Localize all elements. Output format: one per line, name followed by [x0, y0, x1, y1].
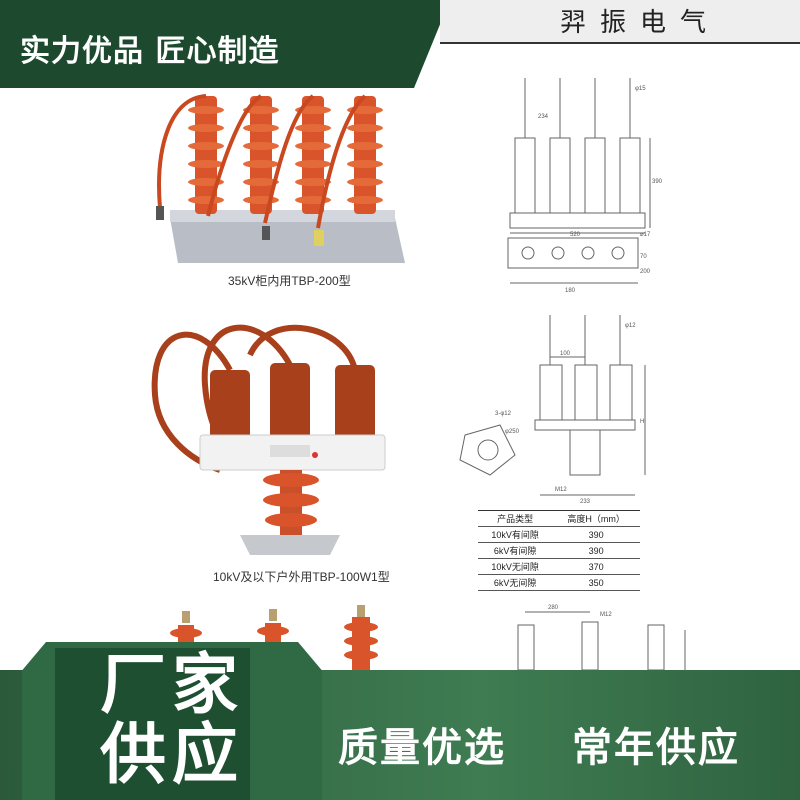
brand-strip: 羿振电气 — [440, 0, 800, 44]
table-header-row: 产品类型 高度H（mm） — [478, 510, 640, 527]
dim-label: 390 — [652, 179, 663, 185]
table-cell: 350 — [552, 574, 640, 591]
table-row: 6kV有间隙 390 — [478, 542, 640, 559]
column-header: 产品类型 — [478, 510, 553, 527]
dim-label: φ12 — [625, 323, 636, 329]
dim-label: 200 — [640, 269, 651, 275]
table-cell: 10kV有间隙 — [478, 526, 553, 543]
dim-label: H — [640, 419, 644, 425]
badge-line-1: 厂家 — [100, 646, 244, 723]
table-row: 10kV无间隙 370 — [478, 558, 640, 575]
technical-drawing-2: 100 φ12 H 3-φ12 φ250 M12 233 — [459, 315, 646, 505]
slogan-supply: 常年供应 — [572, 725, 740, 771]
dim-label: 70 — [640, 254, 647, 260]
dim-label: M12 — [600, 612, 612, 618]
dim-label: 280 — [548, 605, 559, 611]
product-caption-2: 10kV及以下户外用TBP-100W1型 — [213, 570, 390, 584]
table-cell: 370 — [552, 558, 640, 575]
table-cell: 6kV无间隙 — [478, 574, 553, 591]
dim-label: φ250 — [505, 429, 520, 435]
dim-label: ⌀17 — [640, 232, 651, 238]
table-cell: 390 — [552, 526, 640, 543]
dim-label: φ15 — [635, 86, 646, 92]
column-header: 高度H（mm） — [552, 510, 640, 527]
dim-label: 180 — [565, 288, 576, 294]
banner-tagline: 实力优品 匠心制造 — [20, 34, 280, 69]
table-row: 10kV有间隙 390 — [478, 526, 640, 543]
factory-badge-inner — [55, 648, 250, 800]
dim-label: 233 — [580, 499, 591, 505]
product-caption-1: 35kV柜内用TBP-200型 — [228, 274, 351, 288]
dim-label: 234 — [538, 114, 549, 120]
top-banner — [0, 0, 450, 88]
table-cell: 10kV无间隙 — [478, 558, 553, 575]
badge-line-2: 供应 — [100, 716, 244, 793]
dim-label: 100 — [560, 351, 571, 357]
slogan-quality: 质量优选 — [338, 725, 506, 771]
table-row: 6kV无间隙 350 — [478, 574, 640, 591]
technical-drawing-1: 234 390 520 φ15 ⌀17 180 70 200 — [507, 78, 663, 294]
product-image-tbp200 — [156, 94, 405, 263]
brand-name: 羿振电气 — [559, 8, 720, 38]
dim-label: M12 — [555, 487, 567, 493]
spec-table: 产品类型 高度H（mm） 10kV有间隙 390 6kV有间隙 390 10kV… — [478, 510, 640, 591]
technical-drawing-3: 280 M12 — [517, 605, 686, 670]
dim-label: 520 — [570, 232, 581, 238]
dim-label: 3-φ12 — [495, 411, 512, 417]
table-cell: 6kV有间隙 — [478, 542, 553, 559]
product-image-tbp100w1 — [151, 324, 386, 555]
table-cell: 390 — [552, 542, 640, 559]
